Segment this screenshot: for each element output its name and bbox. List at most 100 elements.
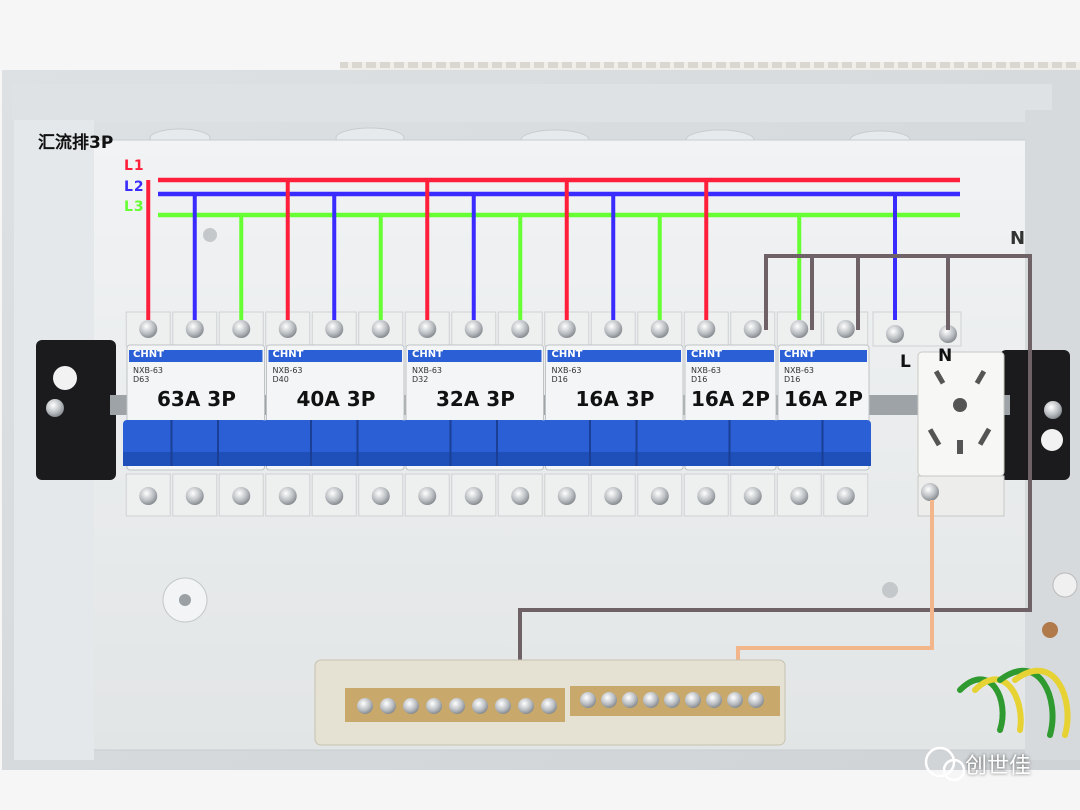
phase-label-l2: L2 <box>124 179 145 195</box>
busbar-screw <box>664 692 680 708</box>
terminal-screw-bottom <box>418 487 437 505</box>
terminal-screw-top <box>604 320 623 338</box>
breaker-brand-strip <box>129 350 263 362</box>
terminal-screw-top <box>511 320 530 338</box>
earth-symbol-badge <box>1052 572 1078 598</box>
busbar-screw <box>685 692 701 708</box>
busbar-screw <box>541 698 557 714</box>
terminal-screw-bottom <box>464 487 483 505</box>
mount-hole <box>882 582 898 598</box>
busbar-screw <box>601 692 617 708</box>
terminal-screw-bottom <box>511 487 530 505</box>
breaker-brand-strip <box>408 350 542 362</box>
terminal-screw-bottom <box>743 487 762 505</box>
breaker-brand: CHNT <box>412 349 443 360</box>
busbar-title: 汇流排3P <box>38 133 114 153</box>
socket-l-label: L <box>900 352 911 372</box>
breaker-curve: D63 <box>133 375 150 384</box>
busbar-screw <box>518 698 534 714</box>
breaker-rating: 63A 3P <box>157 387 236 411</box>
breaker-brand: CHNT <box>272 349 304 360</box>
breaker-rating: 16A 2P <box>784 387 863 411</box>
breaker-brand: CHNT <box>551 349 583 360</box>
breaker-brand-strip <box>268 350 402 362</box>
breaker-brand: CHNT <box>784 349 815 360</box>
breaker-brand: CHNT <box>691 349 722 360</box>
bottom-busbar-assembly <box>314 659 786 746</box>
earth-stud <box>1042 622 1058 638</box>
breaker-curve: D32 <box>412 375 429 384</box>
breaker-rating: 16A 3P <box>575 387 655 411</box>
busbar-screw <box>449 698 465 714</box>
phase-wiring <box>146 177 960 320</box>
breaker-rating: 16A 2P <box>691 387 770 411</box>
watermark-icon <box>924 746 966 782</box>
breaker-brand-strip <box>780 350 867 362</box>
breaker-rating: 40A 3P <box>296 387 376 411</box>
terminal-screw-bottom <box>185 487 204 505</box>
neutral-wiring <box>518 254 1032 700</box>
busbar-screw <box>380 698 396 714</box>
busbar-screw <box>622 692 638 708</box>
busbar-screw <box>643 692 659 708</box>
terminal-screw-top <box>232 320 251 338</box>
terminal-screw-top <box>278 320 297 338</box>
socket-n-label: N <box>938 346 953 366</box>
busbar-screw <box>357 698 373 714</box>
phase-label-l3: L3 <box>124 199 145 215</box>
terminal-screw-top <box>325 320 344 338</box>
breaker-rating: 32A 3P <box>436 387 515 411</box>
terminal-screw-top <box>743 320 762 338</box>
busbar-screw <box>426 698 442 714</box>
neutral-label: N <box>1010 228 1026 249</box>
terminal-screw-top <box>836 320 855 338</box>
terminal-screw-top <box>790 320 809 338</box>
socket-outlet <box>917 351 1005 517</box>
terminal-screw-bottom <box>371 487 390 505</box>
terminal-screw-top <box>185 320 204 338</box>
breaker-brand-strip <box>687 350 774 362</box>
terminal-screw-bottom <box>836 487 855 505</box>
busbar-screw <box>495 698 511 714</box>
busbar-screw <box>403 698 419 714</box>
terminal-screw-bottom <box>697 487 716 505</box>
terminal-screw-top <box>371 320 390 338</box>
terminal-screw-top <box>464 320 483 338</box>
breaker-curve: D40 <box>272 375 289 384</box>
earth-wires <box>957 668 1071 738</box>
terminal-screw-bottom <box>278 487 297 505</box>
terminal-blocks <box>125 311 962 517</box>
terminal-screw-bottom <box>557 487 576 505</box>
breaker-brand-strip <box>547 350 681 362</box>
breaker-model: NXB-63 <box>551 366 582 375</box>
busbar-screw <box>748 692 764 708</box>
breaker-curve: D16 <box>691 375 708 384</box>
terminal-screw-top <box>139 320 158 338</box>
breaker-curve: D16 <box>784 375 801 384</box>
terminal-screw-top <box>418 320 437 338</box>
busbar-screw <box>706 692 722 708</box>
breaker-model: NXB-63 <box>784 366 815 375</box>
breaker-model: NXB-63 <box>412 366 443 375</box>
terminal-screw-top <box>697 320 716 338</box>
terminal-screw-bottom <box>139 487 158 505</box>
watermark-text: 创世佳 <box>965 754 1032 779</box>
enclosure-top-rim <box>12 84 1052 122</box>
terminal-screw-bottom <box>604 487 623 505</box>
breaker-model: NXB-63 <box>133 366 164 375</box>
breaker-curve: D16 <box>551 375 568 384</box>
terminal-screw-top <box>886 325 904 343</box>
busbar-screw <box>580 692 596 708</box>
terminal-screw-bottom <box>790 487 809 505</box>
phase-label-l1: L1 <box>124 158 145 174</box>
breaker-model: NXB-63 <box>272 366 303 375</box>
mount-hole <box>203 228 217 242</box>
breaker-brand: CHNT <box>133 349 164 360</box>
breaker-row <box>123 344 871 471</box>
terminal-screw-bottom <box>650 487 669 505</box>
busbar-screw <box>727 692 743 708</box>
breaker-model: NXB-63 <box>691 366 722 375</box>
terminal-screw-bottom <box>325 487 344 505</box>
